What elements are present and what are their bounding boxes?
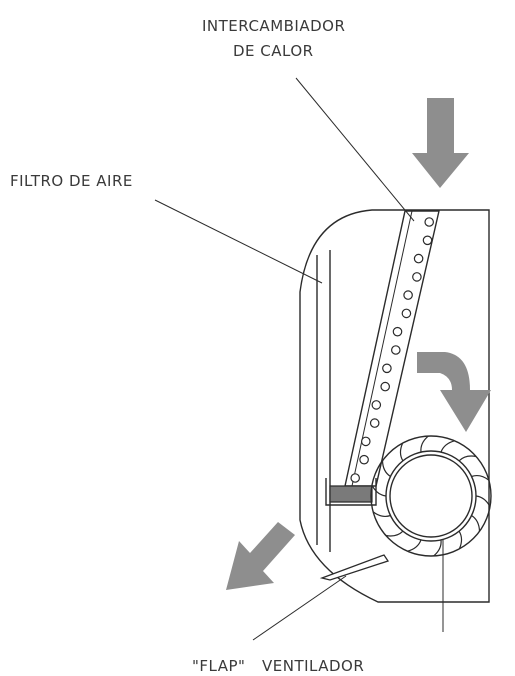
air-intake-arrow <box>412 98 469 188</box>
flap-label: "FLAP" <box>192 657 245 675</box>
coil-tube <box>382 363 392 374</box>
coil-tube <box>401 308 412 319</box>
heat-exchanger-coil <box>344 210 440 487</box>
coil-tube <box>412 272 422 282</box>
heat-exchanger-leader-line <box>295 77 415 222</box>
air-filter-label: FILTRO DE AIRE <box>10 172 133 190</box>
drain-pan <box>325 478 377 506</box>
air-filter-leader-line <box>154 199 323 284</box>
blower-fan <box>370 435 492 557</box>
coil-tube <box>390 345 401 355</box>
heat-exchanger-label-line2: DE CALOR <box>233 42 314 60</box>
fan-blade <box>420 435 429 453</box>
fan-blade <box>458 455 477 462</box>
fan-blade <box>385 530 404 537</box>
air-filter <box>316 250 331 552</box>
coil-tube <box>403 290 413 300</box>
fan-blade <box>407 539 422 552</box>
fan-label: VENTILADOR <box>262 657 364 675</box>
coil-tube <box>380 381 390 392</box>
flap-louver <box>319 554 390 581</box>
fan-blade <box>471 514 481 532</box>
unit-housing <box>299 209 490 603</box>
coil-tube <box>422 235 433 246</box>
fan-blade <box>399 442 404 462</box>
fan-blade <box>433 539 442 557</box>
curved-airflow-arrow <box>417 352 491 432</box>
flap-leader-line <box>252 575 347 641</box>
fan-blade <box>372 511 391 517</box>
air-outlet-arrow <box>226 522 295 590</box>
coil-tube <box>424 217 434 227</box>
coil-tube <box>360 436 371 447</box>
fan-blade <box>371 485 387 497</box>
coil-tube <box>413 253 424 264</box>
fan-blade <box>440 440 455 453</box>
fan-blade <box>471 474 490 481</box>
heat-exchanger-label-line1: INTERCAMBIADOR <box>202 17 345 35</box>
fan-blade <box>475 495 491 507</box>
fan-blade <box>381 460 391 478</box>
coil-tube <box>369 418 380 428</box>
coil-tube <box>371 400 382 410</box>
coil-tube <box>359 454 369 465</box>
fan-blade <box>458 530 463 550</box>
coil-tube <box>350 473 360 483</box>
coil-tubes <box>350 217 434 483</box>
coil-tube <box>392 326 403 337</box>
